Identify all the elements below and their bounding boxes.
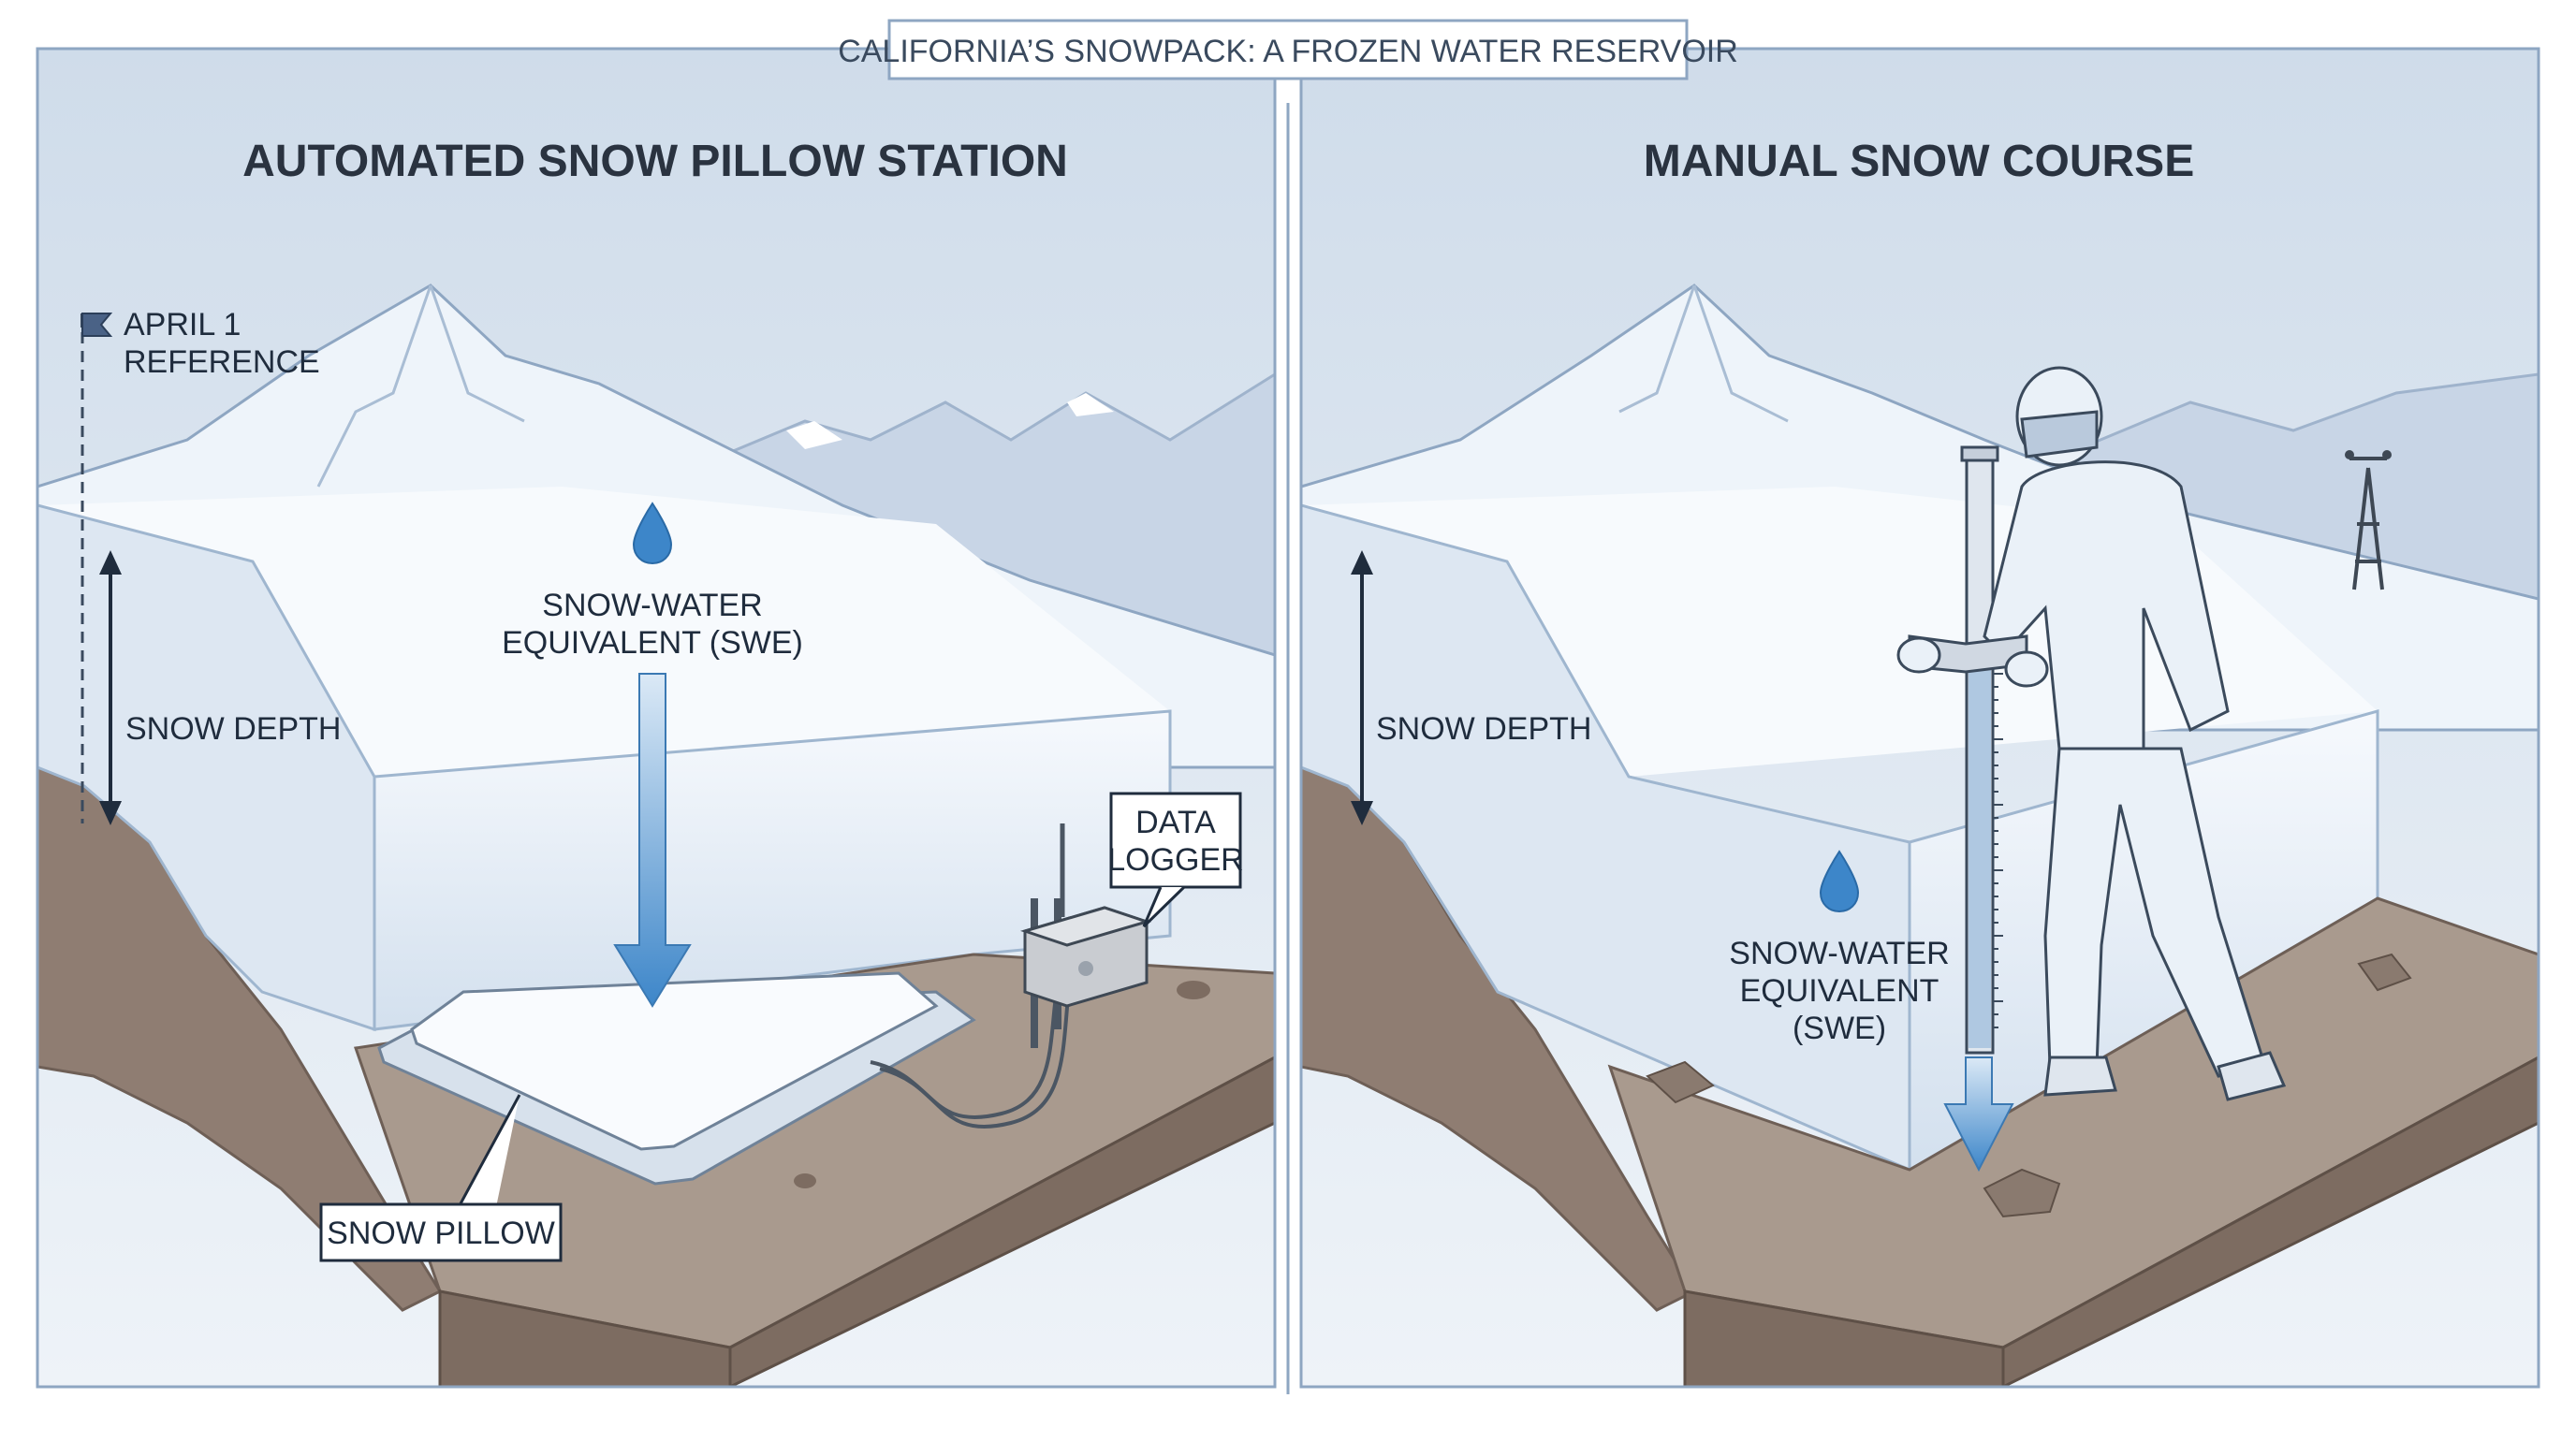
water-drop-icon <box>632 502 673 565</box>
left-snow-top <box>37 487 1170 777</box>
left-header: AUTOMATED SNOW PILLOW STATION <box>242 137 1068 186</box>
right-mountain-ridges <box>1618 284 1789 423</box>
right-rock-3 <box>2357 953 2412 992</box>
right-snow-depth-label: SNOW DEPTH <box>1376 711 1591 747</box>
right-panel <box>1301 49 2539 1387</box>
surveyor-figure <box>1896 366 2287 1101</box>
right-ground-front <box>1683 1056 2539 1387</box>
right-swe-label-line1: SNOW-WATER <box>1729 936 1949 971</box>
right-rock-1 <box>1983 1168 2061 1218</box>
snow-pillow-callout-box <box>319 1202 563 1262</box>
title-box <box>887 19 1689 80</box>
left-rock-2 <box>794 1173 816 1188</box>
snow-pillow-label: SNOW PILLOW <box>327 1216 555 1251</box>
snow-pillow-plate <box>410 971 939 1151</box>
swe-down-arrow <box>613 673 692 1008</box>
snow-sampling-tube <box>1960 445 1999 1055</box>
data-logger <box>1019 823 1152 1048</box>
data-logger-callout-pointer <box>1142 885 1186 928</box>
right-swe-label-line3: (SWE) <box>1793 1011 1886 1046</box>
right-rock-2 <box>1646 1060 1715 1104</box>
right-swe-label-line2: EQUIVALENT <box>1740 973 1939 1009</box>
left-snow-left-face <box>37 503 376 1032</box>
snow-depth-arrow <box>99 550 122 825</box>
april-reference-flag-icon <box>80 313 113 823</box>
data-logger-label-line2: LOGGER <box>1107 842 1243 878</box>
diagram-title: CALIFORNIA’S SNOWPACK: A FROZEN WATER RE… <box>838 34 1738 69</box>
left-panel-border <box>36 47 1277 1389</box>
tube-scale-ticks <box>1993 673 2003 1028</box>
right-panel-border <box>1299 47 2540 1389</box>
right-water-drop-icon <box>1819 850 1860 913</box>
left-snow-depth-label: SNOW DEPTH <box>125 711 341 747</box>
left-swe-label-line1: SNOW-WATER <box>542 588 762 623</box>
data-logger-callout-box <box>1109 792 1242 889</box>
left-panel <box>37 49 1275 1387</box>
pillow-cable-2 <box>879 986 1071 1129</box>
april-reference-label-line2: REFERENCE <box>124 344 320 380</box>
left-swe-label-line2: EQUIVALENT (SWE) <box>502 625 803 661</box>
left-back-peaks-snow <box>786 393 1114 449</box>
left-rock-1 <box>1177 981 1210 999</box>
april-reference-label-line1: APRIL 1 <box>124 307 241 342</box>
right-header: MANUAL SNOW COURSE <box>1644 137 2194 186</box>
right-swe-down-arrow <box>1943 1056 2014 1173</box>
left-mountain-ridges <box>316 284 525 488</box>
data-logger-label-line1: DATA <box>1135 805 1216 840</box>
right-snow-depth-arrow <box>1351 550 1373 825</box>
left-ground-front <box>438 1056 1275 1387</box>
weather-tower-icon <box>2345 450 2392 590</box>
